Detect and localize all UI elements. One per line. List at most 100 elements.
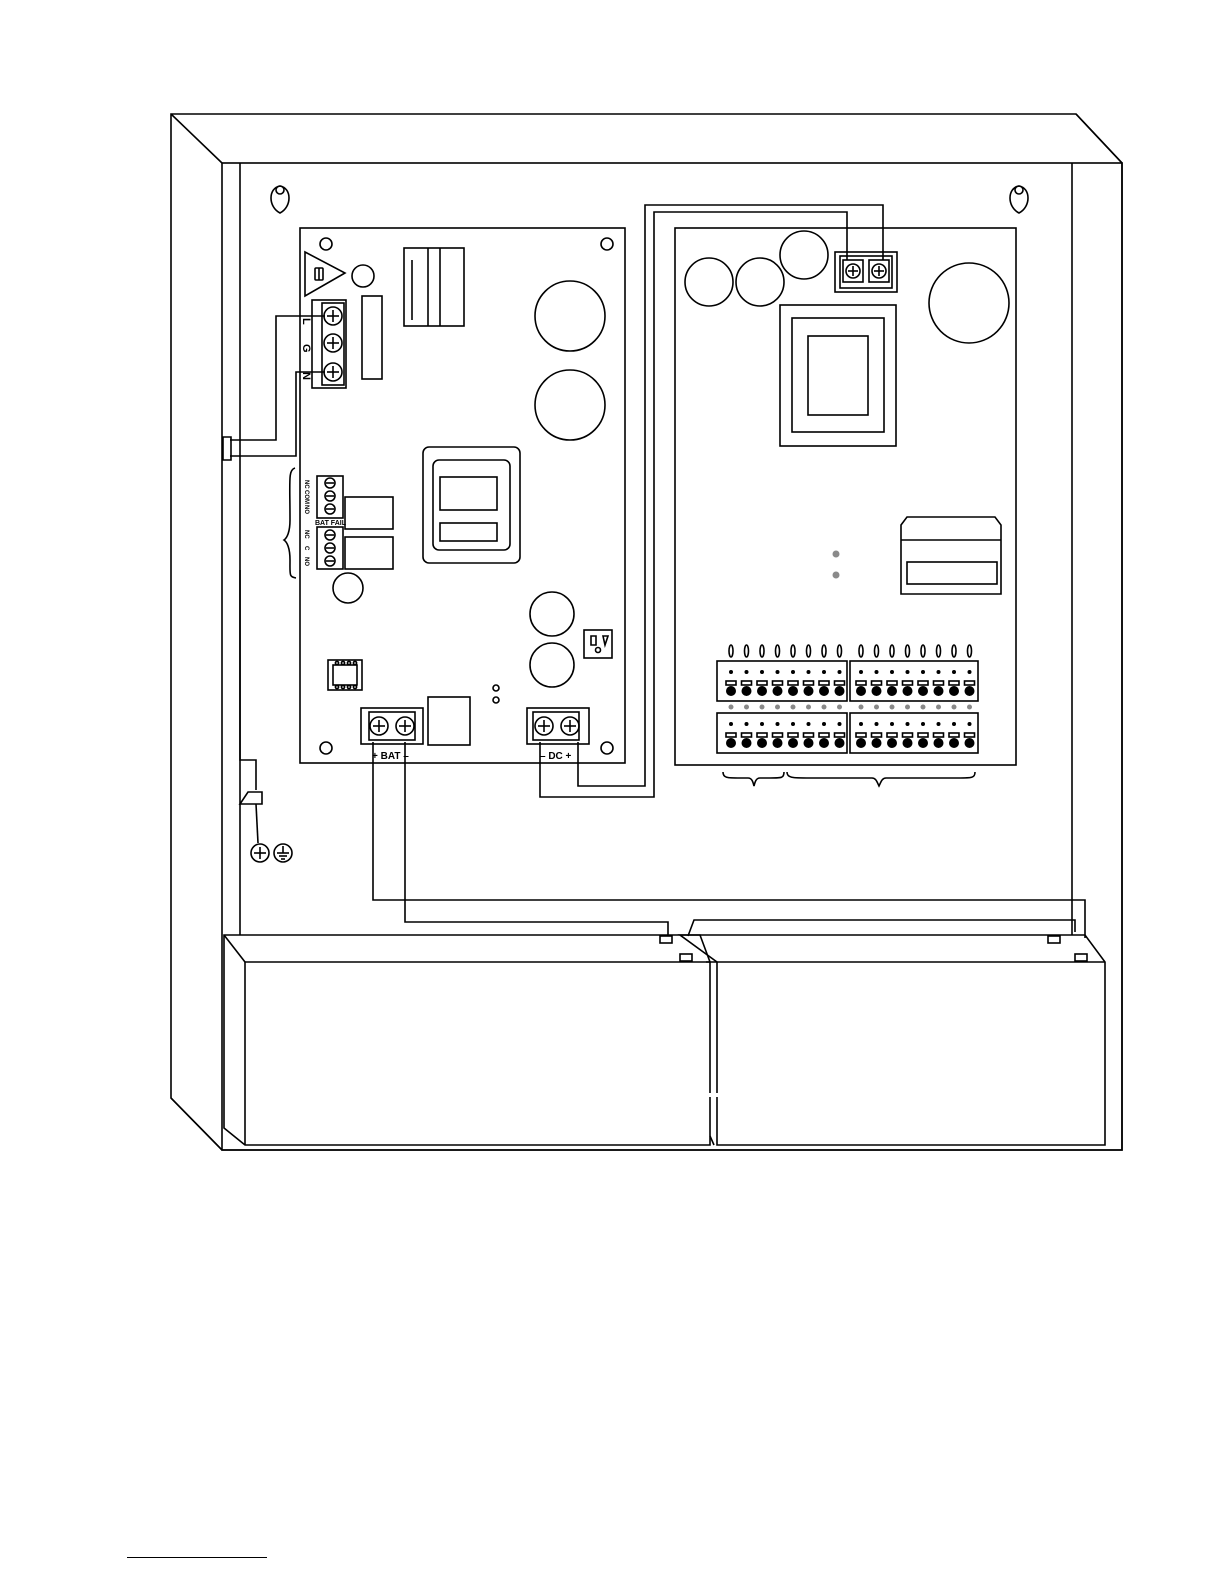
output-led <box>729 705 734 710</box>
terminal-pin <box>890 670 894 674</box>
terminal-clamp <box>872 733 882 737</box>
terminal-screw <box>965 686 975 696</box>
enclosure <box>171 114 1122 1150</box>
terminal-screw <box>788 686 798 696</box>
terminal-pin <box>921 670 925 674</box>
terminal-clamp <box>856 681 866 685</box>
dc-terminal-label: – DC + <box>540 751 572 762</box>
terminal-pin <box>729 722 733 726</box>
terminal-screw <box>934 738 944 748</box>
terminal-screw <box>918 738 928 748</box>
screw-terminal-icon <box>325 556 335 566</box>
terminal-screw <box>949 686 959 696</box>
terminal-clamp <box>788 733 798 737</box>
terminal-clamp <box>819 733 829 737</box>
terminal-clamp <box>726 681 736 685</box>
terminal-screw <box>872 686 882 696</box>
power-supply-board: L G N NC COM NO BAT FAIL NC <box>284 228 625 763</box>
terminal-clamp <box>835 733 845 737</box>
terminal-clamp <box>903 733 913 737</box>
terminal-screw <box>726 686 736 696</box>
wiring <box>223 205 1085 938</box>
battery-right <box>680 935 1105 1145</box>
relay-top-nc-label: NC <box>303 480 309 489</box>
terminal-pin <box>838 670 842 674</box>
terminal-screw <box>872 738 882 748</box>
dc-terminal <box>527 708 589 744</box>
terminal-screw <box>835 686 845 696</box>
terminal-pin <box>968 722 972 726</box>
output-fuse <box>968 645 972 657</box>
distribution-board <box>675 228 1016 786</box>
terminal-clamp <box>918 733 928 737</box>
battery-left <box>224 935 710 1145</box>
output-fuse-row <box>729 645 972 657</box>
terminal-pin <box>729 670 733 674</box>
screw-terminal-icon <box>325 491 335 501</box>
screw-terminal-icon <box>869 260 889 282</box>
output-fuse <box>890 645 894 657</box>
screw-terminal-icon <box>843 260 863 282</box>
terminal-clamp <box>804 681 814 685</box>
screw-terminal-icon <box>325 543 335 553</box>
screw-terminal-icon <box>325 478 335 488</box>
terminal-clamp <box>965 681 975 685</box>
terminal-clamp <box>887 733 897 737</box>
terminal-pin <box>890 722 894 726</box>
terminal-clamp <box>934 733 944 737</box>
output-fuse <box>952 645 956 657</box>
terminal-clamp <box>949 733 959 737</box>
terminal-clamp <box>742 681 752 685</box>
terminal-screw <box>773 686 783 696</box>
output-led <box>905 705 910 710</box>
terminal-screw <box>773 738 783 748</box>
output-led <box>791 705 796 710</box>
terminal-screw <box>726 738 736 748</box>
terminal-pin <box>875 722 879 726</box>
screw-terminal-icon <box>324 363 342 381</box>
output-fuse <box>822 645 826 657</box>
ac-input-terminal <box>312 300 346 388</box>
output-fuse <box>875 645 879 657</box>
terminal-clamp <box>872 681 882 685</box>
terminal-clamp <box>757 733 767 737</box>
earth-ground-icon <box>251 844 292 862</box>
relay-bottom-no-label: NO <box>303 557 309 566</box>
terminal-pin <box>776 722 780 726</box>
terminal-pin <box>859 722 863 726</box>
terminal-screw <box>742 738 752 748</box>
terminal-screw <box>835 738 845 748</box>
terminal-pin <box>745 670 749 674</box>
terminal-pin <box>968 670 972 674</box>
output-led <box>822 705 827 710</box>
bat-terminal-label: + BAT – <box>372 751 409 762</box>
terminal-pin <box>807 670 811 674</box>
terminal-pin <box>952 670 956 674</box>
output-led <box>921 705 926 710</box>
terminal-pin <box>937 670 941 674</box>
terminal-screw <box>934 686 944 696</box>
terminal-pin <box>921 722 925 726</box>
terminal-pin <box>838 722 842 726</box>
terminal-clamp <box>757 681 767 685</box>
neutral-label: N <box>300 372 312 380</box>
terminal-pin <box>822 670 826 674</box>
terminal-pin <box>745 722 749 726</box>
terminal-pin <box>952 722 956 726</box>
terminal-pin <box>906 670 910 674</box>
terminal-clamp <box>773 681 783 685</box>
terminal-screw <box>757 738 767 748</box>
screw-terminal-icon <box>396 717 414 735</box>
terminal-screw <box>804 686 814 696</box>
line-label: L <box>300 318 312 325</box>
output-terminal-blocks <box>717 661 978 753</box>
output-fuse <box>760 645 764 657</box>
terminal-pin <box>776 670 780 674</box>
terminal-clamp <box>773 733 783 737</box>
terminal-screw <box>788 738 798 748</box>
fuse-warning-triangle-icon <box>305 252 345 296</box>
relay-top-com-label: COM <box>303 490 309 504</box>
screw-terminal-icon <box>325 504 335 514</box>
footer-rule <box>127 1557 267 1558</box>
output-led <box>967 705 972 710</box>
